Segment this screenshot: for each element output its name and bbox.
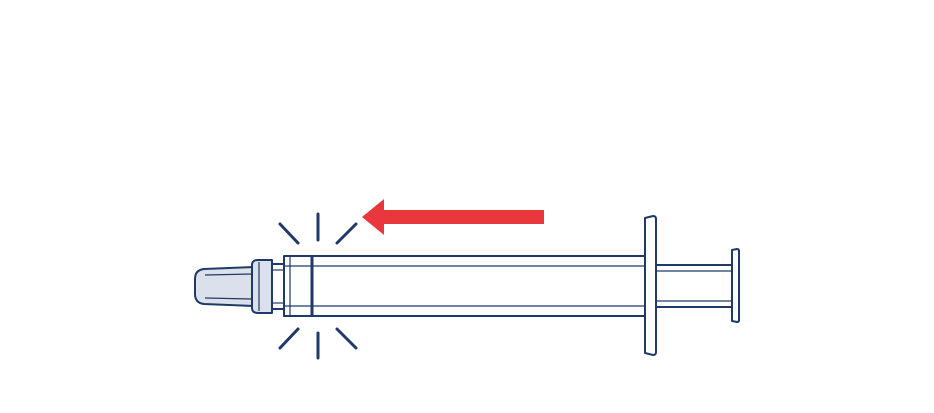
burst-line — [335, 222, 358, 245]
burst-line — [278, 222, 300, 245]
plunger-rod — [655, 264, 733, 308]
burst-line — [335, 327, 358, 350]
tip-cap — [194, 266, 255, 307]
luer-collar — [251, 259, 273, 314]
click-burst-icon — [278, 212, 358, 360]
burst-line — [278, 327, 300, 350]
barrel-hub — [283, 255, 313, 317]
finger-flange — [644, 215, 657, 356]
collar-neck — [271, 263, 285, 310]
barrel — [311, 255, 646, 317]
arrow-head — [362, 199, 384, 235]
arrow-left-icon — [362, 199, 544, 235]
arrow-shaft — [380, 210, 544, 224]
plunger-thumb-press — [731, 248, 740, 323]
cap-highlight-line — [204, 273, 253, 276]
syringe-icon — [194, 215, 740, 356]
cap-highlight-line — [204, 297, 253, 300]
